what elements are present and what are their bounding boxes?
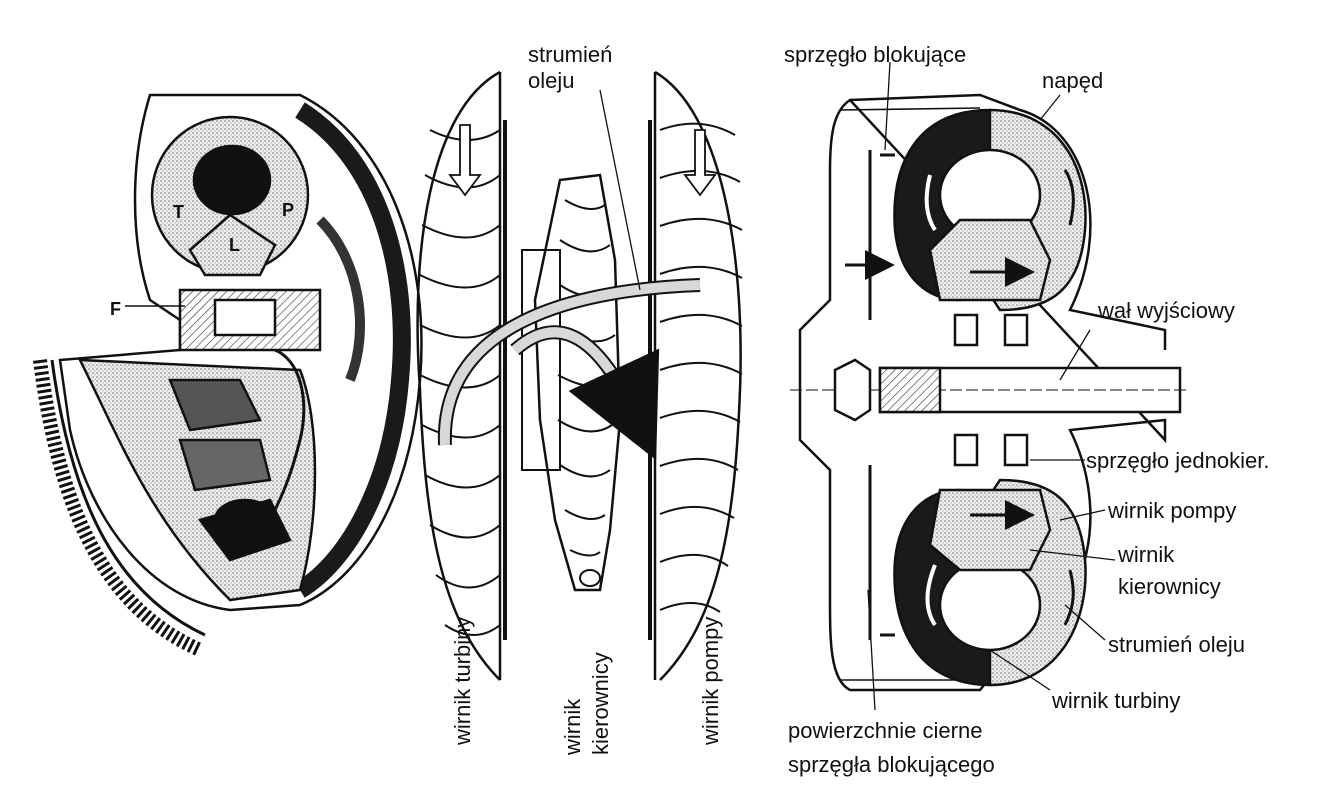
label-oil-stream: strumień oleju (1108, 632, 1245, 657)
label-stator-wheel-line1: wirnik (1118, 542, 1175, 567)
label-pump-wheel-vertical: wirnik pompy (698, 616, 723, 745)
label-stator-wheel-vertical-line1: wirnik (560, 698, 585, 755)
label-oil-stream-line2: oleju (528, 68, 575, 93)
label-pump-wheel: wirnik pompy (1108, 498, 1237, 523)
middle-exploded-drawing (416, 70, 743, 681)
label-friction-surfaces-line2: sprzęgła blokującego (788, 752, 995, 777)
mark-t: T (173, 202, 184, 222)
housing-outline (798, 93, 1167, 692)
label-drive: napęd (1042, 68, 1104, 93)
label-lockup-clutch: sprzęgło blokujące (784, 42, 967, 67)
stator-wheel-drawing (521, 173, 622, 592)
label-turbine-wheel: wirnik turbiny (1052, 688, 1181, 713)
left-cutaway-drawing (33, 93, 423, 657)
mark-p: P (282, 200, 295, 220)
upper-stator (928, 218, 1052, 302)
pump-wheel-drawing (648, 70, 743, 681)
label-turbine-wheel-vertical: wirnik turbiny (450, 616, 475, 745)
label-one-way-clutch: sprzęgło jednokier. (1086, 448, 1270, 473)
starter-ring-gear (33, 359, 203, 657)
mark-f: F (110, 299, 121, 319)
label-output-shaft: wał wyjściowy (1098, 298, 1235, 323)
right-section-drawing (790, 61, 1190, 711)
lower-stator (928, 488, 1052, 572)
label-friction-surfaces-line1: powierzchnie cierne (788, 718, 983, 743)
mark-l: L (229, 235, 240, 255)
label-oil-stream-line1: strumień (528, 42, 613, 67)
label-stator-wheel-line2: kierownicy (1118, 574, 1221, 599)
label-stator-wheel-vertical-line2: kierownicy (588, 652, 613, 755)
turbine-wheel-drawing (416, 70, 507, 681)
